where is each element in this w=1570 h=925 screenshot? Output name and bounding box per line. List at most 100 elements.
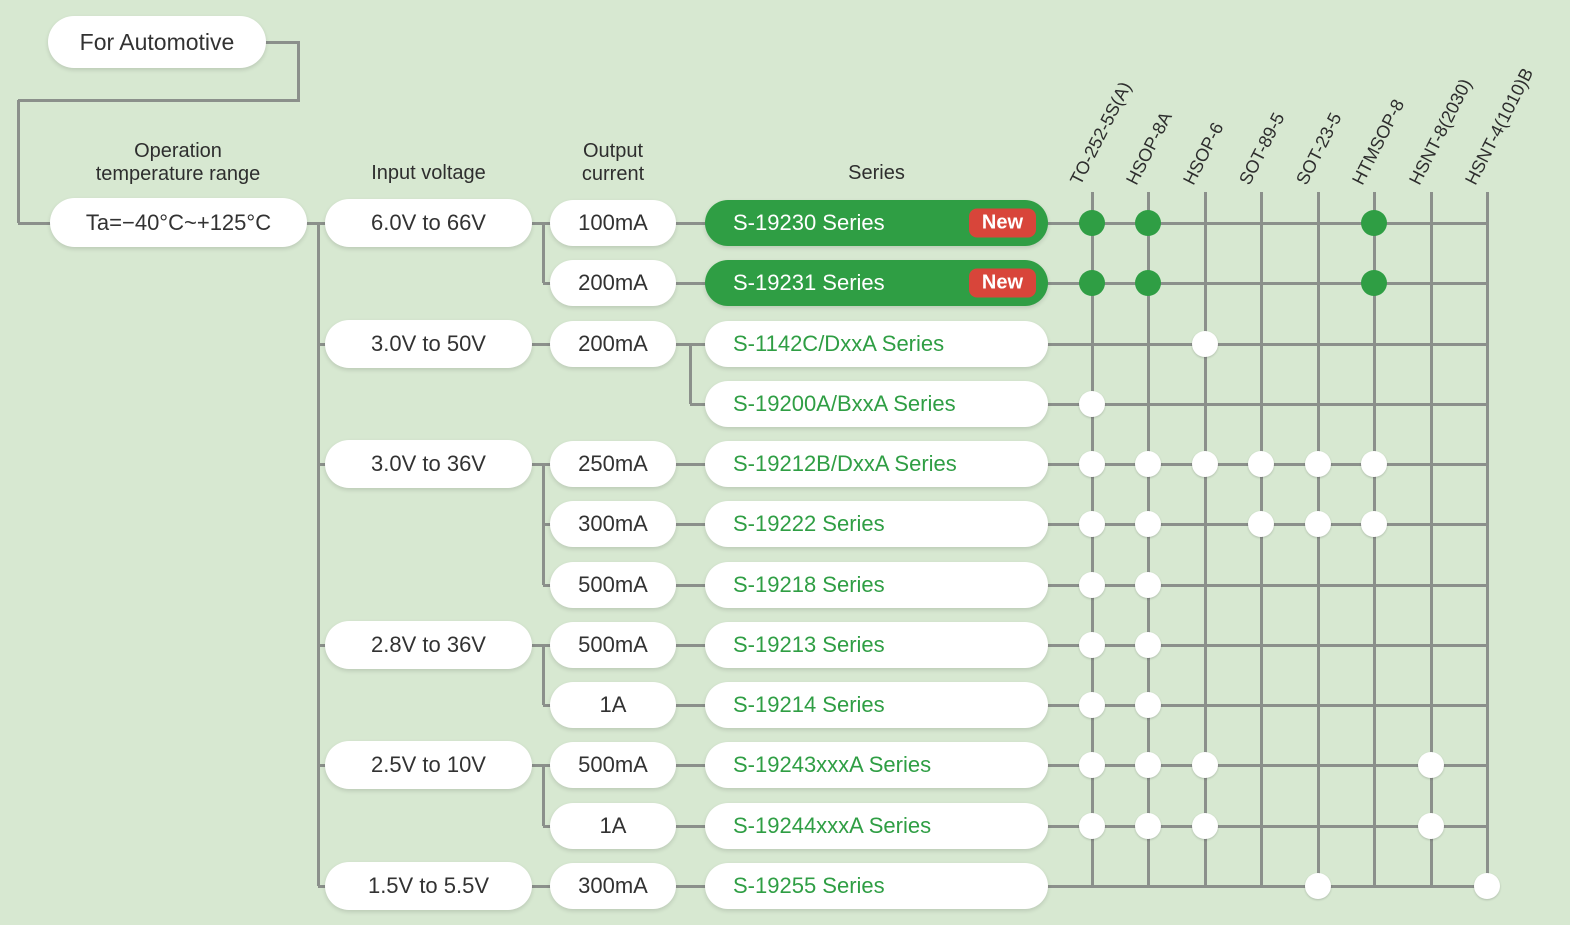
operation-temperature-header-line1: Operation — [134, 140, 222, 162]
line-package-col-sot-23-5 — [1317, 192, 1320, 886]
dot-s-19230-series-to-252-5s-a — [1079, 210, 1105, 236]
line-package-col-to-252-5s-a — [1091, 192, 1094, 886]
dot-s-19212b-dxxa-series-sot-23-5 — [1305, 451, 1331, 477]
dot-s-19222-series-to-252-5s-a — [1079, 511, 1105, 537]
line-input-to-output-3-0v-to-50v — [530, 343, 554, 346]
output-current-header-line2: current — [581, 163, 645, 185]
package-label-hsop-8a: HSOP-8A — [1122, 108, 1176, 188]
series-label: S-19255 Series — [733, 873, 885, 898]
series-label: S-19230 Series — [733, 210, 885, 235]
package-label-hsop-6: HSOP-6 — [1179, 119, 1228, 188]
series-label: S-19243xxxA Series — [733, 752, 932, 777]
dot-s-19218-series-hsop-8a — [1135, 572, 1161, 598]
dot-s-19243xxxa-series-hsnt-8-2030 — [1418, 752, 1444, 778]
series-pill-s-1142c-dxxa-series[interactable]: S-1142C/DxxA Series — [705, 321, 1048, 367]
line-row-s-19231-series — [1044, 282, 1487, 285]
line-row-s-19255-series — [1044, 885, 1487, 888]
input-voltage-pill-2-5v-to-10v: 2.5V to 10V — [325, 741, 532, 789]
series-pill-s-19222-series[interactable]: S-19222 Series — [705, 501, 1048, 547]
series-pill-s-19212b-dxxa-series[interactable]: S-19212B/DxxA Series — [705, 441, 1048, 487]
line-branch-to-output-2-8v-to-36v-1a — [543, 704, 554, 707]
output-current-pill-300ma-1-5v-to-5-5v: 300mA — [550, 863, 676, 909]
series-pill-s-19214-series[interactable]: S-19214 Series — [705, 682, 1048, 728]
line-temp-to-trunk — [305, 222, 320, 225]
line-output-branch-6-0v-to-66v — [542, 223, 545, 283]
series-label: S-19214 Series — [733, 692, 885, 717]
line-trunk-branch-2-8v-to-36v — [318, 644, 330, 647]
line-branch-to-output-2-5v-to-10v-1a — [543, 825, 554, 828]
line-output-branch-2-5v-to-10v — [542, 765, 545, 826]
new-badge: New — [968, 208, 1036, 238]
dot-s-19212b-dxxa-series-to-252-5s-a — [1079, 451, 1105, 477]
output-current-pill-200ma-6-0v-to-66v: 200mA — [550, 260, 676, 306]
input-voltage-header: Input voltage — [371, 162, 486, 184]
line-row-s-1142c-dxxa-series — [1044, 343, 1487, 346]
dot-s-19222-series-sot-89-5 — [1248, 511, 1274, 537]
input-voltage-pill-3-0v-to-36v: 3.0V to 36V — [325, 440, 532, 488]
series-pill-s-19255-series[interactable]: S-19255 Series — [705, 863, 1048, 909]
dot-s-19244xxxa-series-hsop-8a — [1135, 813, 1161, 839]
series-pill-s-19213-series[interactable]: S-19213 Series — [705, 622, 1048, 668]
line-left-edge-down — [17, 100, 20, 223]
dot-s-19243xxxa-series-hsop-8a — [1135, 752, 1161, 778]
operation-temperature-header-line2: temperature range — [95, 163, 261, 185]
line-trunk-branch-6-0v-to-66v — [318, 222, 330, 225]
line-automotive-right — [264, 41, 300, 44]
output-current-pill-1a-2-5v-to-10v: 1A — [550, 803, 676, 849]
line-output-to-series-s-19230-series — [674, 222, 709, 225]
dot-s-19222-series-hsop-8a — [1135, 511, 1161, 537]
line-output-to-series-s-19244xxxa-series — [674, 825, 709, 828]
output-current-pill-250ma-3-0v-to-36v: 250mA — [550, 441, 676, 487]
line-package-col-hsop-6 — [1204, 192, 1207, 886]
line-series-branch-200ma — [689, 344, 692, 404]
line-trunk-branch-3-0v-to-50v — [318, 343, 330, 346]
line-branch-to-output-2-8v-to-36v-500ma — [543, 644, 554, 647]
dot-s-19212b-dxxa-series-htmsop-8 — [1361, 451, 1387, 477]
new-badge: New — [968, 268, 1036, 298]
line-trunk-branch-3-0v-to-36v — [318, 463, 330, 466]
line-package-col-htmsop-8 — [1373, 192, 1376, 886]
line-row-s-19214-series — [1044, 704, 1487, 707]
series-pill-s-19244xxxa-series[interactable]: S-19244xxxA Series — [705, 803, 1048, 849]
output-current-pill-500ma-2-8v-to-36v: 500mA — [550, 622, 676, 668]
output-current-pill-500ma-3-0v-to-36v: 500mA — [550, 562, 676, 608]
series-pill-s-19200a-bxxa-series[interactable]: S-19200A/BxxA Series — [705, 381, 1048, 427]
series-label: S-19218 Series — [733, 572, 885, 597]
input-voltage-pill-3-0v-to-50v: 3.0V to 50V — [325, 320, 532, 368]
package-label-sot-23-5: SOT-23-5 — [1292, 109, 1346, 188]
line-trunk-branch-2-5v-to-10v — [318, 764, 330, 767]
dot-s-19200a-bxxa-series-to-252-5s-a — [1079, 391, 1105, 417]
dot-s-19214-series-hsop-8a — [1135, 692, 1161, 718]
dot-s-19255-series-hsnt-4-1010-b — [1474, 873, 1500, 899]
line-package-col-hsnt-4-1010-b — [1486, 192, 1489, 886]
series-label: S-19212B/DxxA Series — [733, 451, 957, 476]
package-label-sot-89-5: SOT-89-5 — [1235, 109, 1289, 188]
series-pill-s-19243xxxa-series[interactable]: S-19243xxxA Series — [705, 742, 1048, 788]
dot-s-19231-series-to-252-5s-a — [1079, 270, 1105, 296]
line-output-to-series-s-19213-series — [674, 644, 709, 647]
line-output-split-200ma — [674, 343, 692, 346]
line-branch-to-output-6-0v-to-66v-100ma — [543, 222, 554, 225]
output-current-header-line1: Output — [582, 140, 644, 162]
temperature-range-pill: Ta=−40°C~+125°C — [50, 198, 307, 247]
line-trunk-branch-1-5v-to-5-5v — [318, 885, 330, 888]
line-output-branch-2-8v-to-36v — [542, 645, 545, 705]
line-package-col-hsnt-8-2030 — [1430, 192, 1433, 886]
output-current-pill-500ma-2-5v-to-10v: 500mA — [550, 742, 676, 788]
dot-s-19214-series-to-252-5s-a — [1079, 692, 1105, 718]
dot-s-19222-series-htmsop-8 — [1361, 511, 1387, 537]
line-branch-to-output-3-0v-to-36v-300ma — [543, 523, 554, 526]
line-output-to-series-s-19214-series — [674, 704, 709, 707]
series-pill-s-19230-series[interactable]: S-19230 Series New — [705, 200, 1048, 246]
line-output-to-series-s-19212b-dxxa-series — [674, 463, 709, 466]
line-package-col-hsop-8a — [1147, 192, 1150, 886]
series-header: Series — [848, 162, 905, 184]
series-pill-s-19218-series[interactable]: S-19218 Series — [705, 562, 1048, 608]
line-branch-to-series-s-1142c-dxxa-series — [690, 343, 709, 346]
output-current-pill-200ma-3-0v-to-50v: 200mA — [550, 321, 676, 367]
line-automotive-down — [297, 42, 300, 100]
line-branch-to-output-3-0v-to-36v-500ma — [543, 584, 554, 587]
dot-s-19218-series-to-252-5s-a — [1079, 572, 1105, 598]
line-row-s-19244xxxa-series — [1044, 825, 1487, 828]
